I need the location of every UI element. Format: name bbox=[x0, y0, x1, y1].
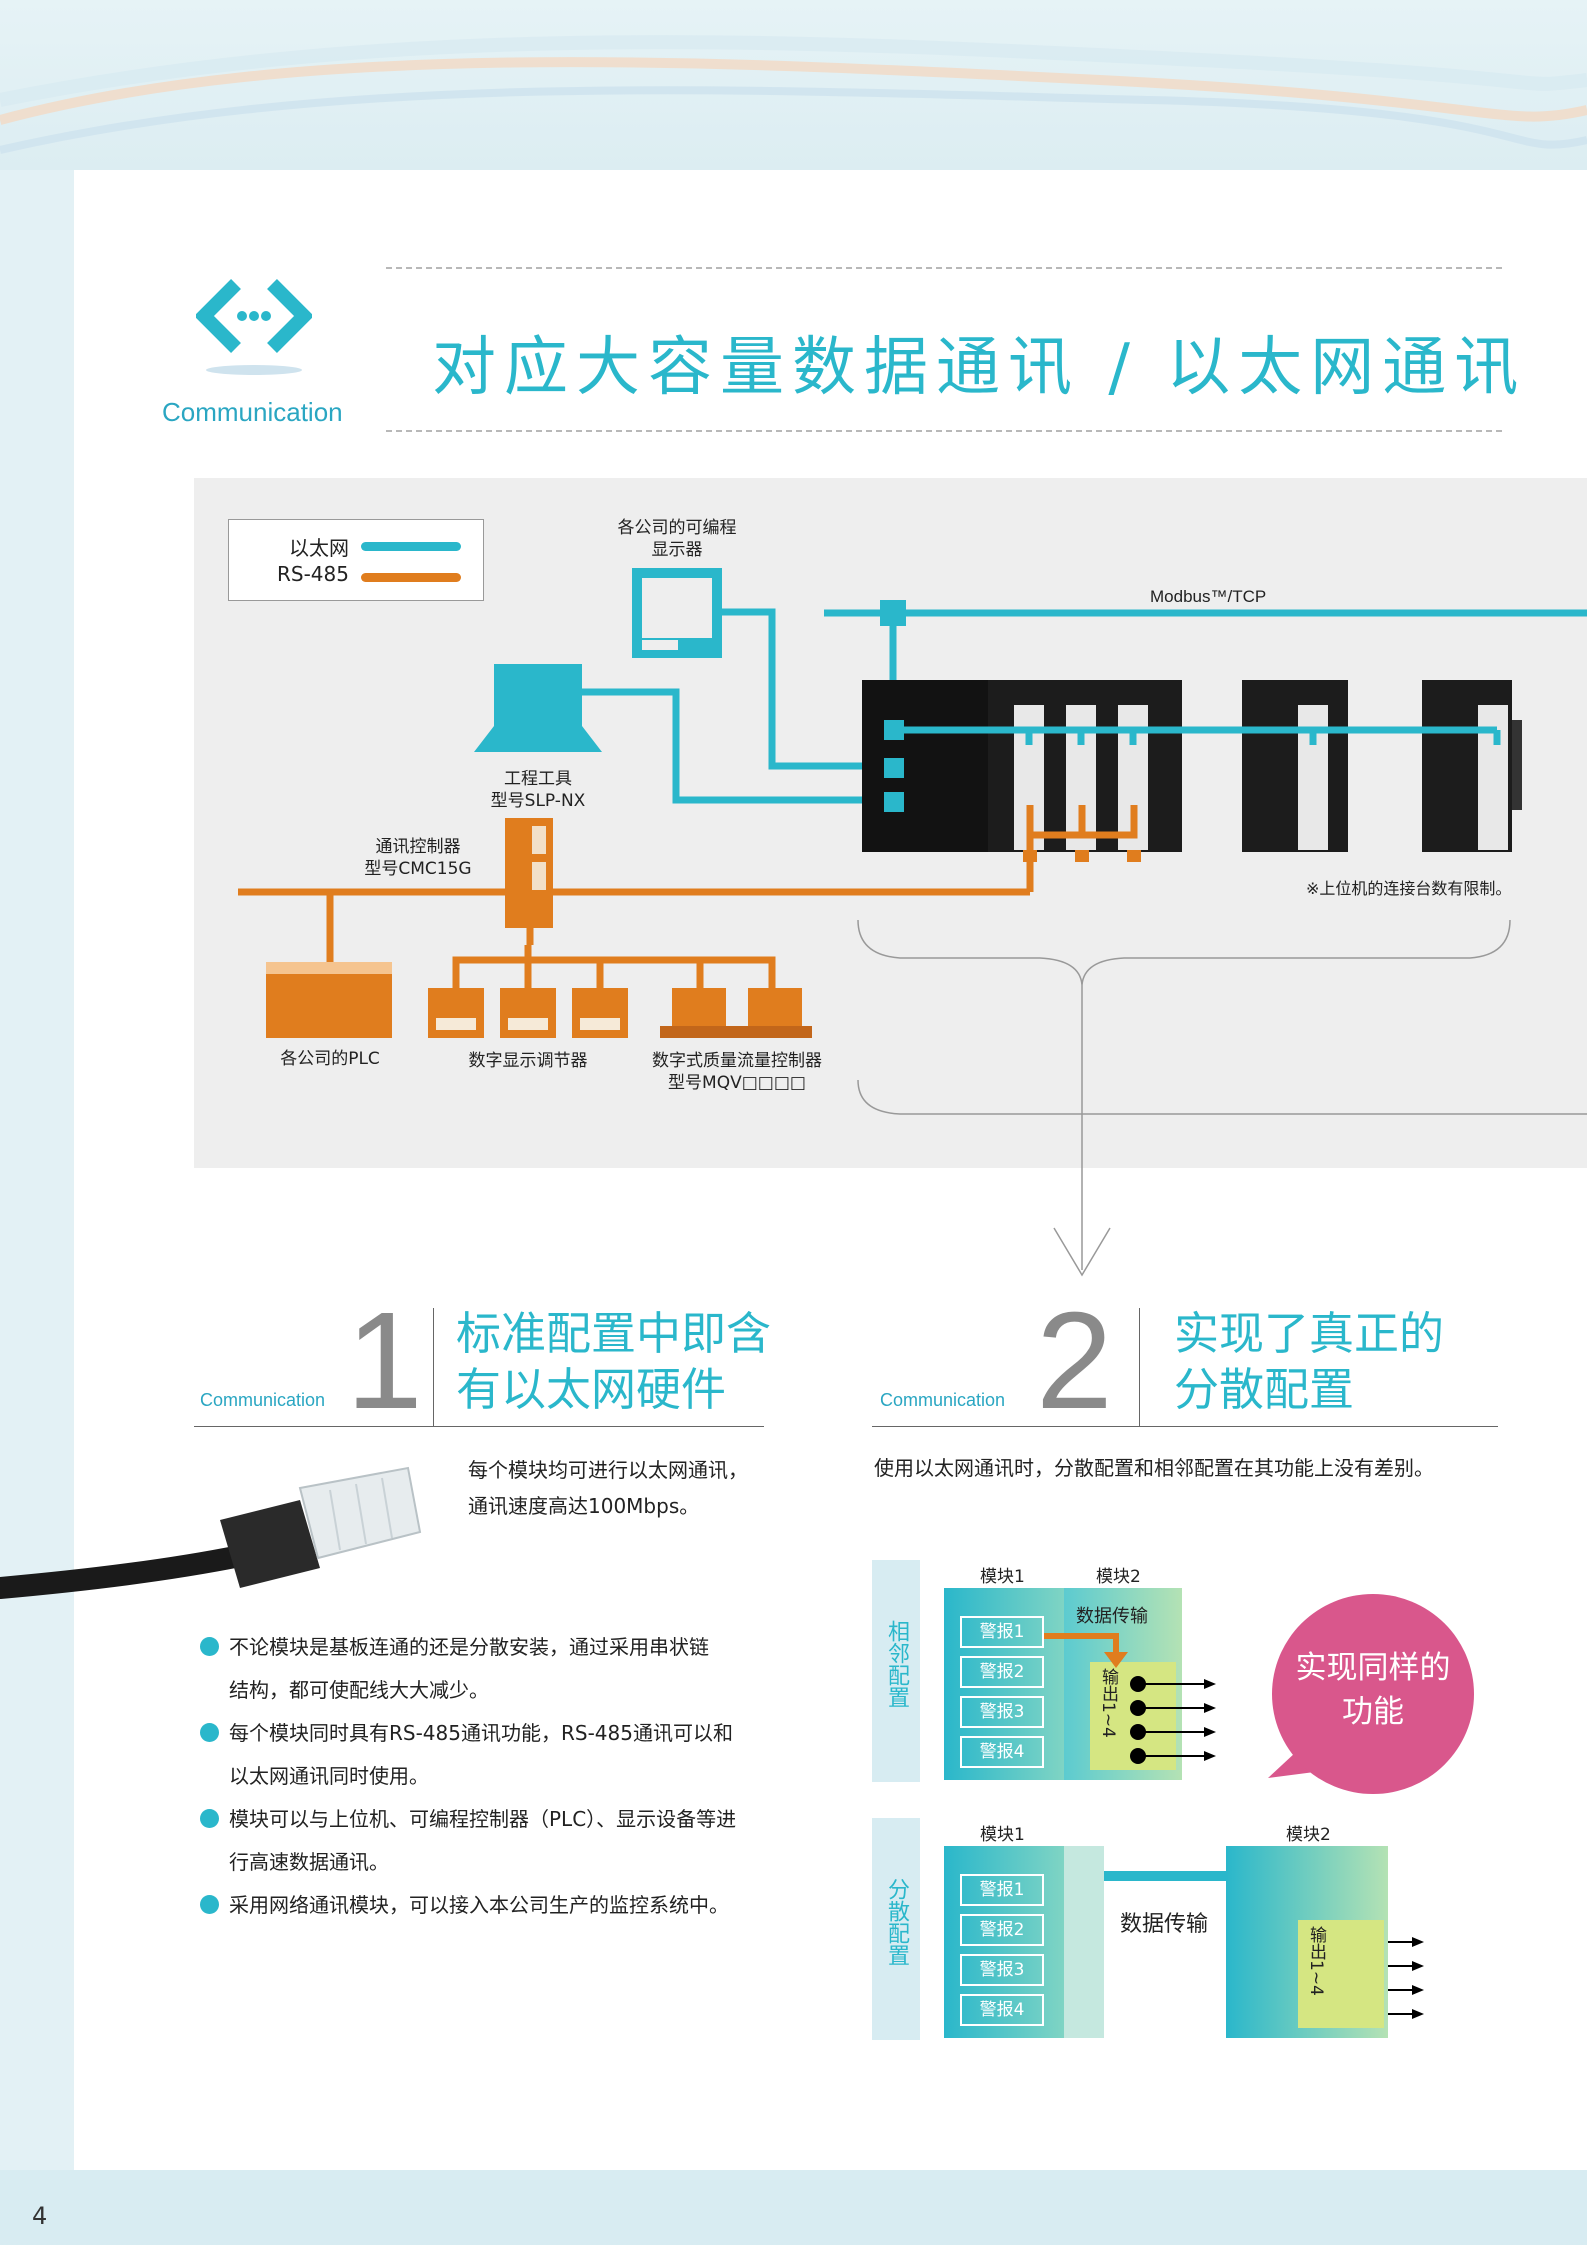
indicator-label: 数字显示调节器 bbox=[468, 1051, 588, 1071]
header-category: Communication bbox=[162, 397, 343, 427]
connection-note: ※上位机的连接台数有限制。 bbox=[1306, 879, 1512, 898]
decorative-waves bbox=[0, 35, 1587, 154]
display-label: 各公司的可编程 显示器 bbox=[617, 518, 737, 560]
bullet-dot-icon bbox=[200, 1723, 219, 1742]
page-number: 4 bbox=[32, 2202, 48, 2230]
communication-icon bbox=[194, 276, 314, 380]
adjacent-alarm-list: 警报1 警报2 警报3 警报4 bbox=[960, 1616, 1044, 1776]
section2-description: 使用以太网通讯时，分散配置和相邻配置在其功能上没有差别。 bbox=[874, 1456, 1434, 1480]
adjacent-output-label: 输出1~4 bbox=[1098, 1668, 1118, 1738]
list-item: 模块可以与上位机、可编程控制器（PLC）、显示设备等进 bbox=[200, 1798, 736, 1841]
list-item: 不论模块是基板连通的还是分散安装，通过采用串状链 bbox=[200, 1626, 736, 1669]
alarm-item: 警报2 bbox=[960, 1914, 1044, 1946]
same-function-bubble: 实现同样的 功能 bbox=[1272, 1594, 1474, 1794]
legend-ethernet-label: 以太网 bbox=[289, 536, 349, 560]
adjacent-module1-label: 模块1 bbox=[980, 1567, 1025, 1587]
adjacent-module2-label: 模块2 bbox=[1096, 1567, 1141, 1587]
section2-title: 实现了真正的 分散配置 bbox=[1174, 1307, 1445, 1416]
section1-number: 1 bbox=[346, 1284, 423, 1438]
distributed-output-label: 输出1~4 bbox=[1306, 1926, 1326, 1996]
ethernet-cable-image bbox=[0, 1460, 430, 1624]
section1-underline bbox=[194, 1426, 764, 1427]
comm-controller-label: 通讯控制器 型号CMC15G bbox=[364, 837, 472, 879]
legend-ethernet-swatch bbox=[361, 542, 461, 551]
top-background bbox=[0, 0, 1587, 170]
distributed-module1-side bbox=[1064, 1846, 1104, 2038]
adjacent-data-transfer-label: 数据传输 bbox=[1076, 1606, 1148, 1627]
section2-underline bbox=[872, 1426, 1498, 1427]
list-item: 采用网络通讯模块，可以接入本公司生产的监控系统中。 bbox=[200, 1884, 736, 1927]
adjacent-config-label: 相邻配置 bbox=[884, 1620, 909, 1708]
header-bottom-divider bbox=[386, 430, 1502, 432]
engineering-tool-label: 工程工具 型号SLP-NX bbox=[490, 769, 586, 811]
alarm-item: 警报4 bbox=[960, 1736, 1044, 1768]
section1-title: 标准配置中即含 有以太网硬件 bbox=[456, 1307, 772, 1416]
list-item: 每个模块同时具有RS-485通讯功能，RS-485通讯可以和 bbox=[200, 1712, 736, 1755]
distributed-alarm-list: 警报1 警报2 警报3 警报4 bbox=[960, 1874, 1044, 2034]
alarm-item: 警报1 bbox=[960, 1616, 1044, 1648]
distributed-module1 bbox=[944, 1846, 1064, 2038]
mfc-label: 数字式质量流量控制器 型号MQV□□□□ bbox=[652, 1051, 822, 1093]
bullet-dot-icon bbox=[200, 1637, 219, 1656]
section2-category: Communication bbox=[880, 1390, 1006, 1410]
alarm-item: 警报3 bbox=[960, 1696, 1044, 1728]
diagram-legend: 以太网 RS-485 bbox=[228, 519, 484, 601]
bottom-band bbox=[0, 2170, 1587, 2245]
section1-category: Communication bbox=[200, 1390, 326, 1410]
distributed-config-label-box bbox=[872, 1818, 920, 2040]
bullet-dot-icon bbox=[200, 1895, 219, 1914]
bullet-dot-icon bbox=[200, 1809, 219, 1828]
section2-number: 2 bbox=[1036, 1284, 1113, 1438]
page-title: 对应大容量数据通讯 / 以太网通讯 bbox=[432, 331, 1527, 405]
section1-description: 每个模块均可进行以太网通讯， 通讯速度高达100Mbps。 bbox=[468, 1458, 748, 1518]
adjacent-config-label-box bbox=[872, 1560, 920, 1782]
alarm-item: 警报4 bbox=[960, 1994, 1044, 2026]
alarm-item: 警报3 bbox=[960, 1954, 1044, 1986]
distributed-module2-label: 模块2 bbox=[1286, 1825, 1331, 1845]
legend-rs485-swatch bbox=[361, 573, 461, 582]
distributed-output-block bbox=[1298, 1920, 1384, 2028]
distributed-module1-label: 模块1 bbox=[980, 1825, 1025, 1845]
alarm-item: 警报2 bbox=[960, 1656, 1044, 1688]
protocol-label: Modbus™/TCP bbox=[1150, 587, 1267, 606]
plc-label: 各公司的PLC bbox=[280, 1049, 380, 1069]
alarm-item: 警报1 bbox=[960, 1874, 1044, 1906]
section1-bullet-list: 不论模块是基板连通的还是分散安装，通过采用串状链 结构，都可使配线大大减少。 每… bbox=[200, 1626, 736, 1927]
distributed-data-transfer-label: 数据传输 bbox=[1120, 1912, 1209, 1937]
header-top-divider bbox=[386, 267, 1502, 269]
legend-rs485-label: RS-485 bbox=[277, 562, 349, 586]
section1-vertical-rule bbox=[433, 1308, 434, 1426]
section2-vertical-rule bbox=[1139, 1308, 1140, 1426]
adjacent-module1 bbox=[944, 1588, 1064, 1780]
distributed-config-label: 分散配置 bbox=[884, 1878, 909, 1966]
network-diagram-lines bbox=[238, 568, 1587, 1277]
